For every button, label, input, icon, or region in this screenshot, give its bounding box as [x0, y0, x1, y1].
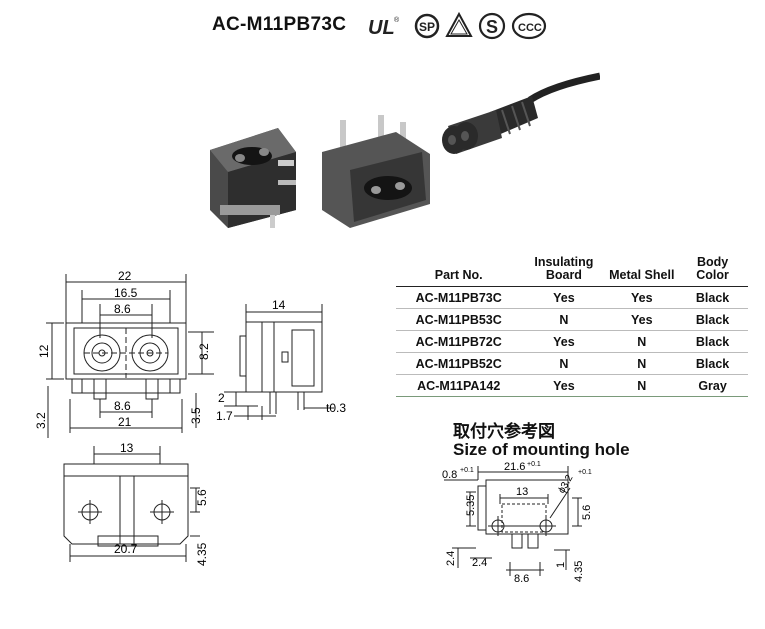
- ccc-mark-icon: CCC: [511, 12, 547, 40]
- mh-dim-5-35: 5.35: [465, 495, 477, 516]
- ul-mark-icon: UL ®: [368, 16, 400, 39]
- mh-tol-0-8: +0.1: [460, 467, 474, 474]
- col-insulating-board: Insulating Board: [521, 254, 607, 287]
- col-body-color: Body Color: [677, 254, 748, 287]
- front-view-drawing: 22 16.5 8.6 12 8.2 8.6 21 3.2 3.5: [34, 269, 214, 438]
- plug-photo: [442, 72, 600, 154]
- front-dim-8-2: 8.2: [197, 343, 211, 360]
- col-metal-shell: Metal Shell: [606, 254, 678, 287]
- mounting-hole-title-en: Size of mounting hole: [453, 440, 630, 459]
- mh-dim-13: 13: [516, 486, 528, 498]
- mh-dim-2-4-b: 2.4: [472, 557, 487, 569]
- svg-text:CCC: CCC: [518, 22, 542, 34]
- front-dim-3-5: 3.5: [189, 407, 203, 424]
- socket-photo-front: [210, 128, 296, 228]
- csa-mark-icon: SP: [414, 13, 440, 39]
- certification-marks: UL ® SP S CCC: [368, 11, 547, 40]
- pse-mark-icon: [445, 11, 473, 37]
- front-dim-21: 21: [118, 415, 132, 429]
- front-dim-3-2: 3.2: [34, 412, 48, 429]
- mh-dim-2-4-a: 2.4: [445, 551, 457, 566]
- front-dim-8-6: 8.6: [114, 302, 131, 316]
- product-photos: [210, 72, 600, 228]
- front-dim-12: 12: [37, 344, 51, 358]
- mh-tol-phi: +0.1: [578, 469, 592, 476]
- model-title: AC-M11PB73C: [212, 14, 347, 35]
- mh-dim-phi: ϕ3.2: [556, 473, 575, 496]
- bottom-view-drawing: 13 20.7 5.6 4.35: [63, 441, 209, 566]
- svg-text:®: ®: [394, 16, 400, 24]
- side-dim-t0-3: t0.3: [326, 401, 346, 415]
- mh-dim-4-35: 4.35: [573, 561, 585, 582]
- bottom-dim-5-6: 5.6: [195, 489, 209, 506]
- front-dim-8-6-lower: 8.6: [114, 399, 131, 413]
- mh-dim-21-6: 21.6: [504, 461, 525, 473]
- col-part-no: Part No.: [396, 254, 522, 287]
- front-dim-16-5: 16.5: [114, 286, 138, 300]
- side-view-drawing: 14 2 1.7 t0.3: [216, 298, 346, 423]
- svg-text:SP: SP: [419, 20, 435, 34]
- mh-dim-0-8: 0.8: [442, 469, 457, 481]
- side-dim-2: 2: [218, 391, 225, 405]
- socket-photo-angle: [322, 115, 430, 228]
- bottom-dim-20-7: 20.7: [114, 542, 138, 556]
- spec-table: Part No. Insulating Board Metal Shell Bo…: [396, 254, 748, 397]
- s-mark-icon: S: [478, 12, 506, 40]
- mh-dim-5-6: 5.6: [581, 505, 593, 520]
- side-dim-14: 14: [272, 298, 286, 312]
- side-dim-1-7: 1.7: [216, 409, 233, 423]
- bottom-dim-4-35: 4.35: [195, 542, 209, 566]
- mh-tol-21-6: +0.1: [527, 461, 541, 468]
- svg-text:S: S: [486, 17, 498, 37]
- svg-text:UL: UL: [368, 17, 395, 39]
- front-dim-22: 22: [118, 269, 132, 283]
- mounting-hole-drawing: 21.6 +0.1 0.8 +0.1 13 5.35 ϕ3.2 +0.1 5.6…: [442, 461, 593, 585]
- mounting-hole-title-cn: 取付穴参考図: [453, 422, 555, 442]
- bottom-dim-13: 13: [120, 441, 134, 455]
- mh-dim-8-6: 8.6: [514, 573, 529, 585]
- mh-dim-1: 1: [555, 562, 567, 568]
